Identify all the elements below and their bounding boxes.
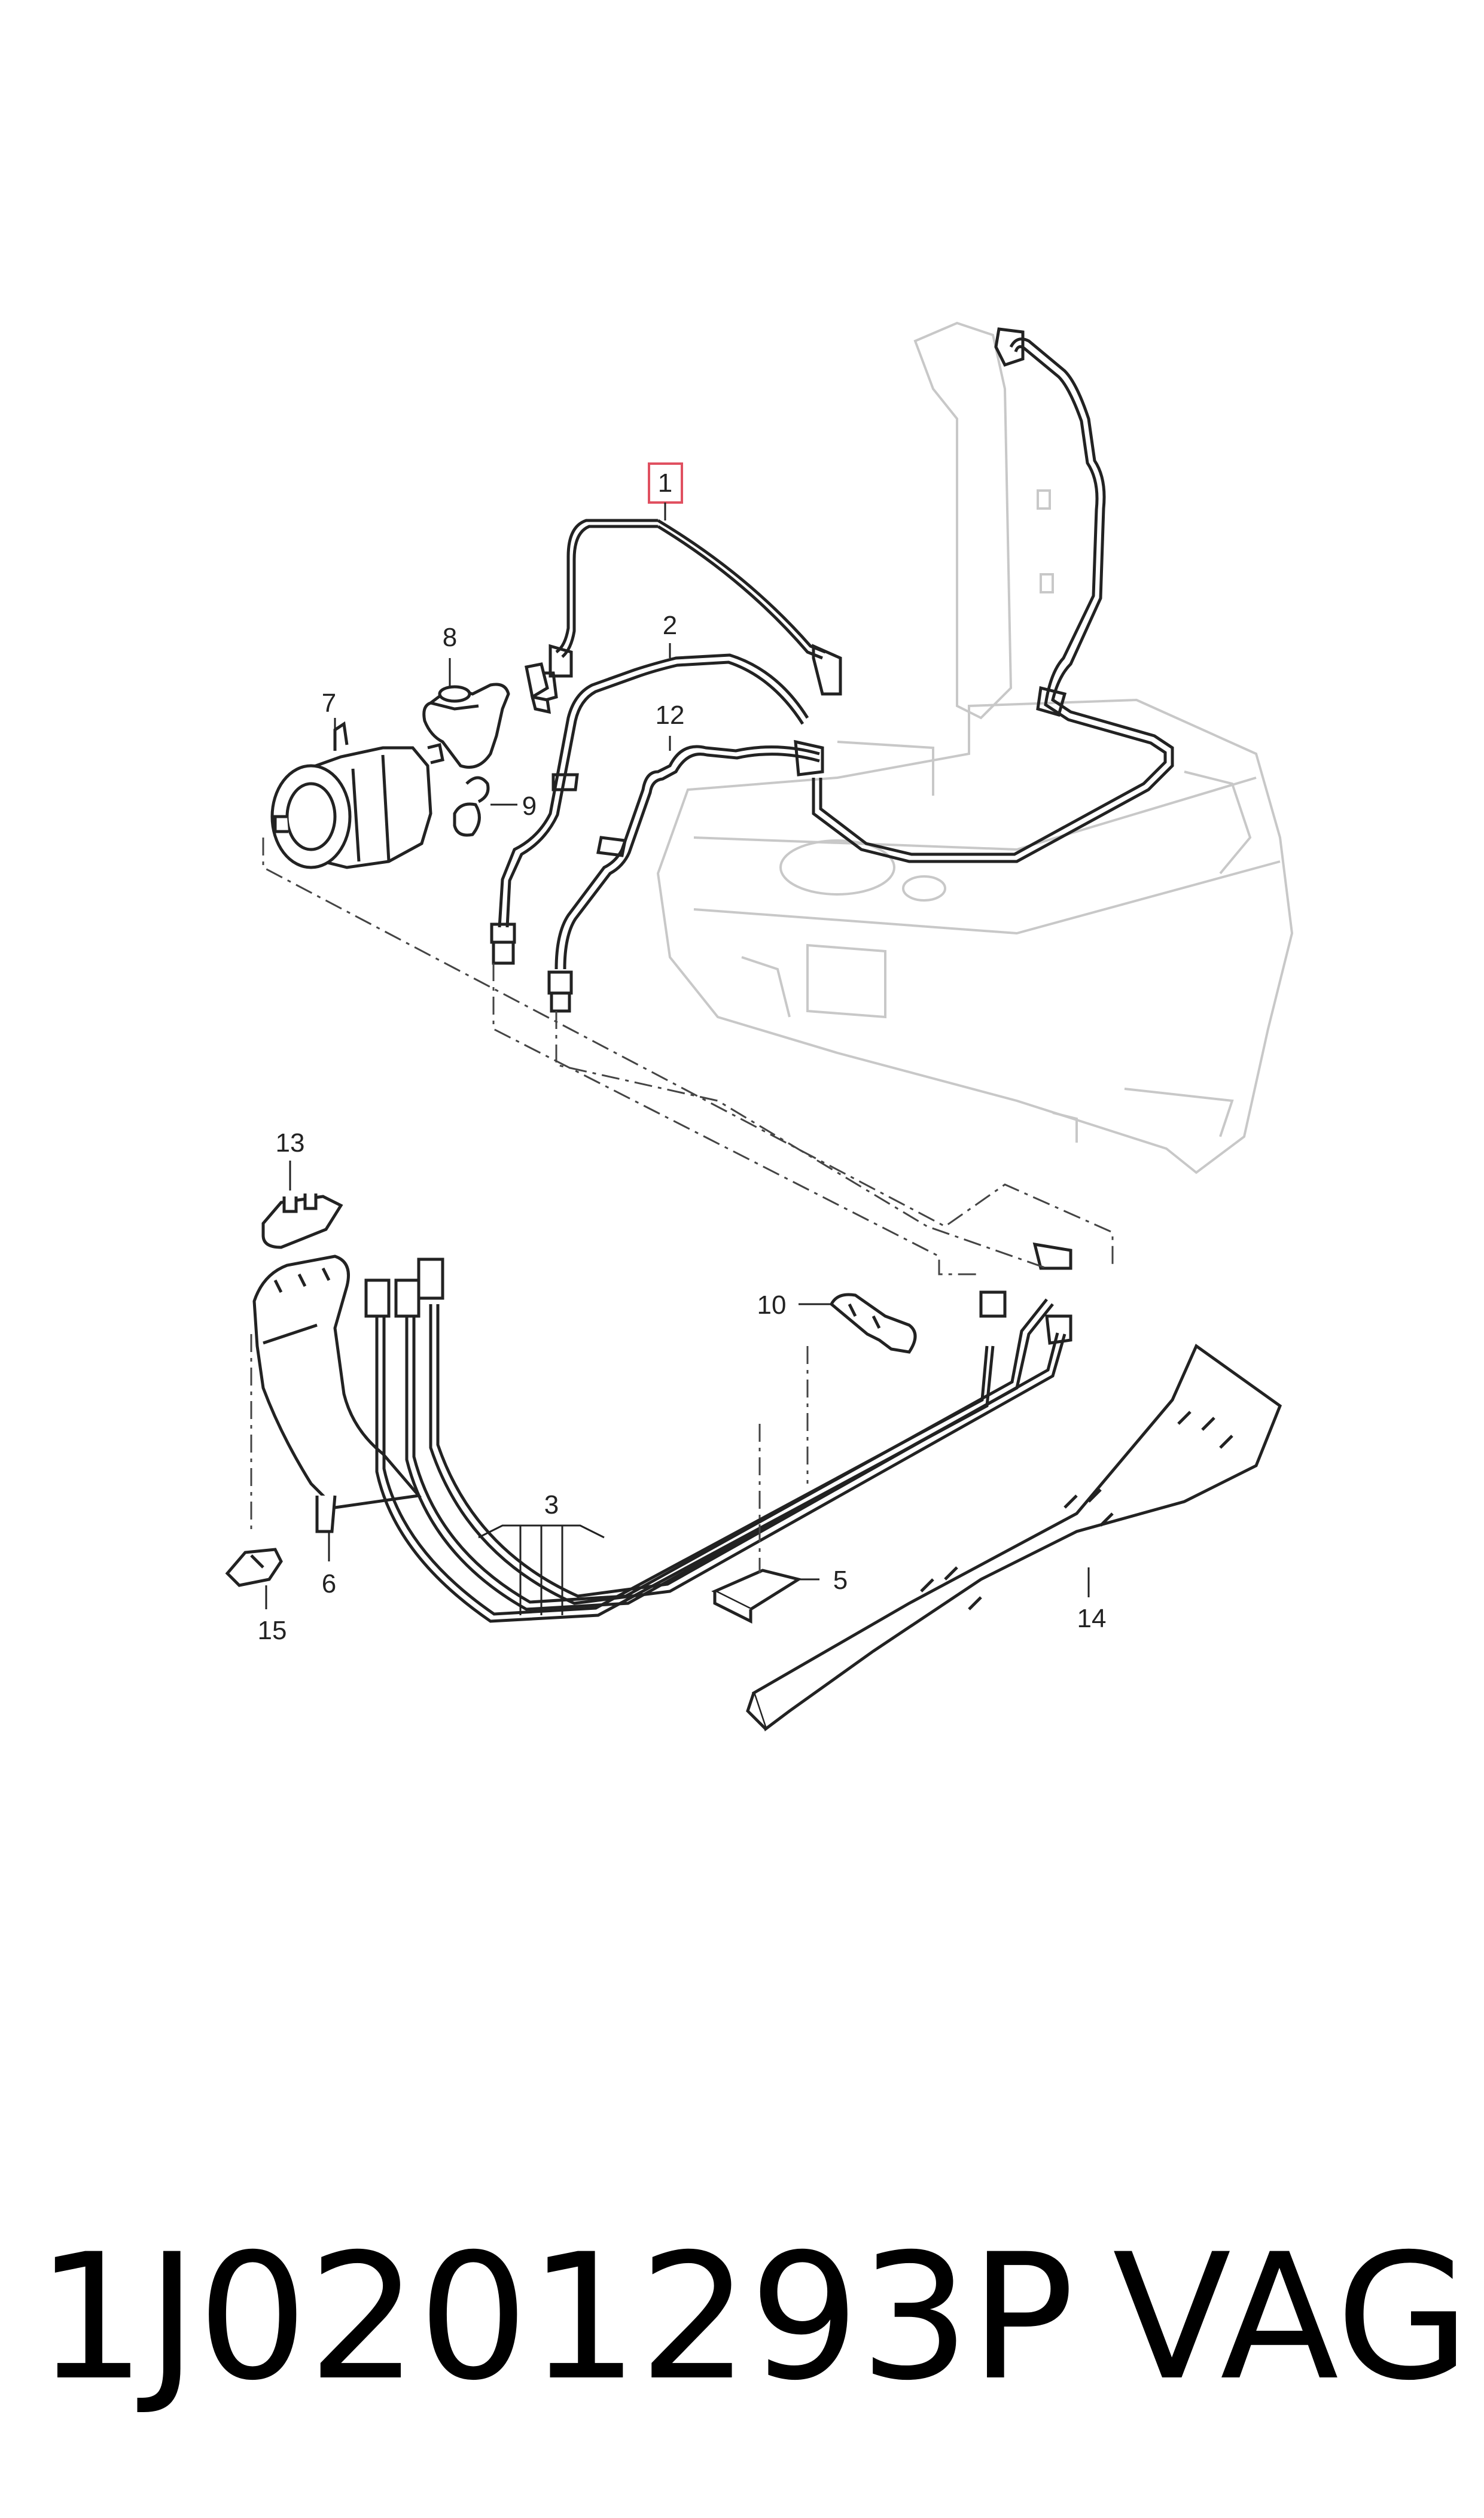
fuel-pipe-set-3 — [364, 1242, 1072, 1623]
hose-clip-9 — [453, 776, 490, 837]
callout-9: 9 — [522, 791, 537, 821]
callout-7: 7 — [322, 689, 336, 718]
fuel-pipe-1 — [531, 519, 842, 705]
callout-8: 8 — [443, 623, 457, 652]
part-number: 1J0201293P — [36, 2217, 1075, 2419]
pipe-clip-10 — [829, 1293, 917, 1354]
pad-5 — [711, 1569, 803, 1624]
fuel-tank-outline — [656, 321, 1294, 1174]
pipe-clip-13 — [261, 1193, 343, 1249]
clip-15 — [225, 1548, 283, 1587]
callout-labels: 1 2 12 8 7 9 13 10 3 5 6 14 15 — [258, 468, 1107, 1645]
leader-lines — [265, 462, 1090, 1615]
fuel-pipe-12 — [547, 739, 824, 1013]
callout-3: 3 — [544, 1490, 559, 1520]
assembly-lines — [250, 838, 1114, 1573]
callout-12: 12 — [656, 701, 685, 730]
callout-1: 1 — [658, 468, 672, 498]
tank-return-line — [812, 327, 1174, 863]
filter-bracket-8 — [422, 662, 551, 769]
brand-name: VAG — [1113, 2217, 1470, 2419]
underbody-cover-14 — [746, 1344, 1282, 1732]
callout-15: 15 — [258, 1616, 287, 1645]
callout-6: 6 — [322, 1569, 336, 1599]
callout-2: 2 — [663, 611, 677, 640]
callout-13: 13 — [276, 1128, 305, 1158]
callout-10: 10 — [757, 1290, 787, 1320]
fuel-pipe-2 — [490, 653, 809, 965]
pipe-holder-6 — [252, 1255, 422, 1533]
fuel-filter-7 — [270, 721, 444, 869]
callout-14: 14 — [1077, 1604, 1107, 1633]
callout-5: 5 — [833, 1566, 848, 1595]
